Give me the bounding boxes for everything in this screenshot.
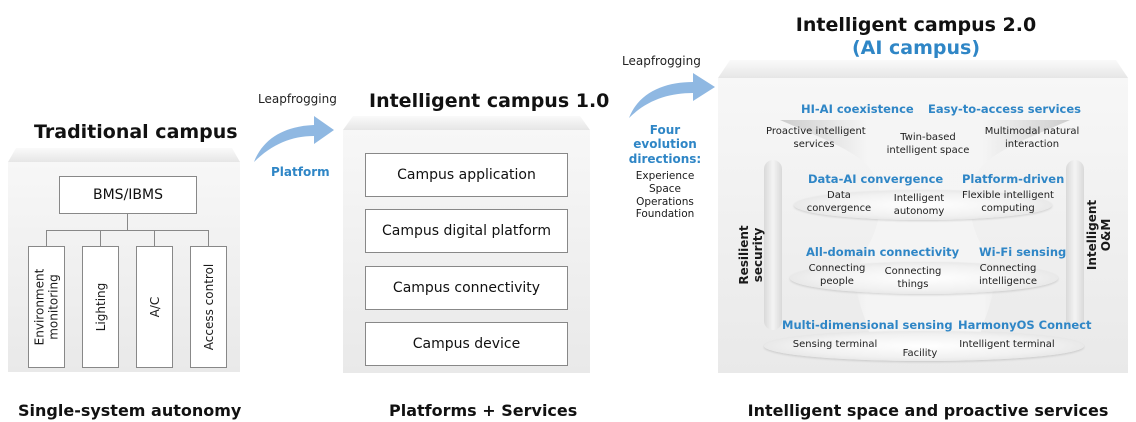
layer-campus-device: Campus device (365, 322, 568, 366)
system-box-environment: Environment monitoring (28, 246, 65, 368)
resilient-security-bar (764, 160, 782, 330)
leapfrogging-label-2: Leapfrogging (622, 54, 701, 68)
data-convergence-text: Data convergence (806, 190, 872, 214)
system-label: Lighting (93, 282, 108, 332)
campus-1-caption: Platforms + Services (389, 401, 578, 420)
easy-access-services-heading: Easy-to-access services (928, 102, 1082, 116)
system-box-access-control: Access control (190, 246, 227, 368)
intelligent-om-bar (1066, 160, 1084, 330)
system-label: Access control (201, 263, 216, 351)
curved-arrow-icon (254, 116, 334, 162)
direction-item: Space (649, 182, 681, 195)
layer-campus-digital-platform: Campus digital platform (365, 209, 568, 253)
twin-space-text: Twin-based intelligent space (886, 132, 970, 156)
harmonyos-connect-heading: HarmonyOS Connect (958, 318, 1092, 332)
leapfrogging-label-1: Leapfrogging (258, 92, 337, 106)
system-box-ac: A/C (136, 246, 173, 368)
platform-label: Platform (271, 165, 330, 179)
layer-campus-application: Campus application (365, 153, 568, 197)
all-domain-connectivity-heading: All-domain connectivity (806, 245, 960, 259)
funnel-shape (780, 120, 1070, 340)
system-box-lighting: Lighting (82, 246, 119, 368)
multimodal-interaction-text: Multimodal natural interaction (984, 126, 1080, 150)
flexible-computing-text: Flexible intelligent computing (962, 190, 1054, 214)
sensing-terminal-text: Sensing terminal (792, 339, 878, 350)
connector-line (100, 230, 101, 246)
layer-campus-connectivity: Campus connectivity (365, 266, 568, 310)
intelligent-campus-2-title: Intelligent campus 2.0 (795, 14, 1037, 36)
platform-driven-heading: Platform-driven (962, 172, 1065, 186)
data-ai-convergence-heading: Data-AI convergence (808, 172, 944, 186)
campus-1-cube-top (343, 116, 590, 130)
hi-ai-coexistence-heading: HI-AI coexistence (801, 102, 914, 116)
connector-line (154, 230, 155, 246)
proactive-services-text: Proactive intelligent services (766, 126, 866, 150)
intelligent-terminal-text: Intelligent terminal (959, 339, 1055, 350)
curved-arrow-icon (629, 73, 715, 118)
campus-2-caption: Intelligent space and proactive services (747, 401, 1109, 420)
traditional-campus-cube-top (8, 148, 240, 162)
campus-2-cube-top (718, 60, 1128, 78)
facility-text: Facility (902, 348, 938, 359)
ai-campus-subtitle: (AI campus) (851, 37, 981, 59)
connecting-things-text: Connecting things (884, 266, 942, 290)
connector-line (208, 230, 209, 246)
traditional-campus-caption: Single-system autonomy (18, 401, 242, 420)
direction-item: Foundation (635, 208, 695, 221)
evolution-directions-list: Experience Space Operations Foundation (622, 170, 708, 221)
direction-item: Experience (635, 170, 695, 182)
connecting-people-text: Connecting people (808, 263, 866, 287)
tier3-disc (790, 262, 1058, 294)
tier4-disc (764, 331, 1084, 361)
wifi-sensing-heading: Wi-Fi sensing (979, 245, 1067, 259)
bms-ibms-box: BMS/IBMS (59, 176, 197, 214)
connector-line (46, 230, 208, 231)
connector-line (127, 214, 128, 230)
resilient-security-label: Resilient security (737, 225, 765, 285)
tier2-disc (794, 190, 1052, 220)
intelligent-campus-1-title: Intelligent campus 1.0 (369, 90, 610, 112)
evolution-directions-heading: Four evolution directions: (628, 123, 702, 166)
connector-line (46, 230, 47, 246)
intelligent-autonomy-text: Intelligent autonomy (893, 193, 945, 217)
intelligent-om-label: Intelligent O&M (1085, 199, 1113, 271)
direction-item: Operations (636, 195, 694, 208)
multi-dimensional-sensing-heading: Multi-dimensional sensing (782, 318, 953, 332)
connecting-intelligence-text: Connecting intelligence (978, 263, 1037, 287)
system-label: A/C (147, 296, 162, 318)
system-label: Environment monitoring (32, 268, 61, 346)
traditional-campus-title: Traditional campus (34, 121, 238, 143)
